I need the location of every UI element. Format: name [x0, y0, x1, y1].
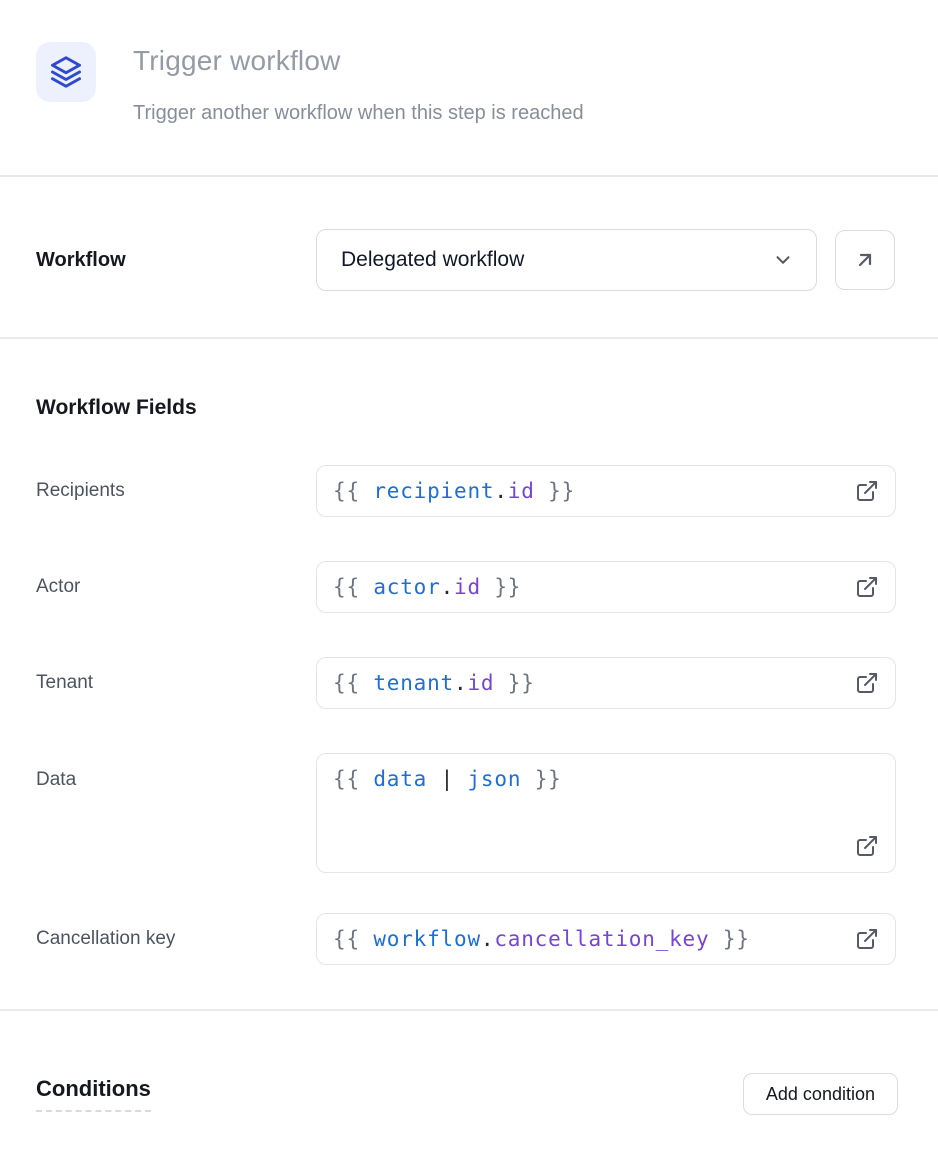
- code-token: |: [440, 767, 455, 791]
- code-token: .: [494, 479, 508, 503]
- code-token: [454, 767, 467, 791]
- divider: [0, 175, 938, 177]
- external-link-icon[interactable]: [855, 834, 879, 858]
- workflow-fields-rows: Recipients {{ recipient.id }} Actor {{ a…: [36, 465, 896, 965]
- liquid-code: {{ actor.id }}: [333, 575, 521, 599]
- external-link-icon[interactable]: [855, 575, 879, 599]
- field-row: Actor {{ actor.id }}: [36, 561, 896, 613]
- divider: [0, 337, 938, 339]
- code-token: tenant: [373, 671, 455, 695]
- code-token: actor: [373, 575, 441, 599]
- code-token: {{: [333, 575, 374, 599]
- code-token: workflow: [373, 927, 481, 951]
- layers-icon: [51, 56, 81, 88]
- chevron-down-icon: [776, 256, 790, 264]
- code-token: }}: [534, 479, 576, 503]
- code-token: id: [467, 671, 495, 695]
- workflow-label: Workflow: [36, 248, 126, 271]
- code-token: }}: [709, 927, 750, 951]
- liquid-code: {{ tenant.id }}: [333, 671, 535, 695]
- conditions-section: Conditions Add condition: [0, 1011, 938, 1115]
- liquid-template-input[interactable]: {{ data | json }}: [316, 753, 896, 873]
- field-label: Cancellation key: [36, 928, 176, 949]
- workflow-selector-row: Workflow Delegated workflow: [0, 177, 938, 337]
- field-row: Data {{ data | json }}: [36, 753, 896, 873]
- liquid-code: {{ data | json }}: [333, 767, 562, 791]
- field-row: Recipients {{ recipient.id }}: [36, 465, 896, 517]
- code-token: }}: [494, 671, 535, 695]
- code-token: }}: [521, 767, 562, 791]
- step-description: Trigger another workflow when this step …: [133, 102, 584, 124]
- code-token: {{: [333, 767, 374, 791]
- field-row: Tenant {{ tenant.id }}: [36, 657, 896, 709]
- step-icon-box: [36, 42, 96, 102]
- workflow-fields-section: Workflow Fields Recipients {{ recipient.…: [0, 339, 938, 965]
- code-token: {{: [333, 927, 374, 951]
- liquid-template-input[interactable]: {{ tenant.id }}: [316, 657, 896, 709]
- field-row: Cancellation key {{ workflow.cancellatio…: [36, 913, 896, 965]
- code-token: id: [507, 479, 535, 503]
- step-name-input[interactable]: Trigger workflow: [133, 45, 341, 76]
- code-token: }}: [480, 575, 522, 599]
- code-token: .: [480, 927, 495, 951]
- code-token: json: [467, 767, 522, 791]
- code-token: data: [373, 767, 428, 791]
- workflow-select[interactable]: Delegated workflow: [316, 229, 817, 291]
- code-token: cancellation_key: [494, 927, 710, 951]
- code-token: recipient: [373, 479, 495, 503]
- liquid-code: {{ workflow.cancellation_key }}: [333, 927, 750, 951]
- field-label: Tenant: [36, 672, 94, 693]
- field-label: Recipients: [36, 480, 125, 501]
- code-token: {{: [333, 479, 374, 503]
- field-label: Actor: [36, 576, 81, 597]
- step-header-text: Trigger workflow Trigger another workflo…: [133, 42, 584, 125]
- code-token: [427, 767, 440, 791]
- field-label: Data: [36, 769, 77, 790]
- arrow-up-right-icon: [858, 253, 872, 267]
- liquid-code: {{ recipient.id }}: [333, 479, 575, 503]
- code-token: {{: [333, 671, 374, 695]
- code-token: id: [454, 575, 481, 599]
- external-link-icon[interactable]: [855, 671, 879, 695]
- conditions-heading: Conditions: [36, 1076, 151, 1112]
- code-token: .: [440, 575, 455, 599]
- code-token: .: [454, 671, 468, 695]
- liquid-template-input[interactable]: {{ actor.id }}: [316, 561, 896, 613]
- open-workflow-button[interactable]: [835, 230, 895, 290]
- external-link-icon[interactable]: [855, 927, 879, 951]
- liquid-template-input[interactable]: {{ workflow.cancellation_key }}: [316, 913, 896, 965]
- step-header: Trigger workflow Trigger another workflo…: [0, 0, 938, 175]
- liquid-template-input[interactable]: {{ recipient.id }}: [316, 465, 896, 517]
- external-link-icon[interactable]: [855, 479, 879, 503]
- workflow-select-value: Delegated workflow: [341, 248, 525, 271]
- add-condition-button[interactable]: Add condition: [742, 1073, 898, 1115]
- divider: [0, 1009, 938, 1011]
- workflow-fields-heading: Workflow Fields: [36, 396, 197, 419]
